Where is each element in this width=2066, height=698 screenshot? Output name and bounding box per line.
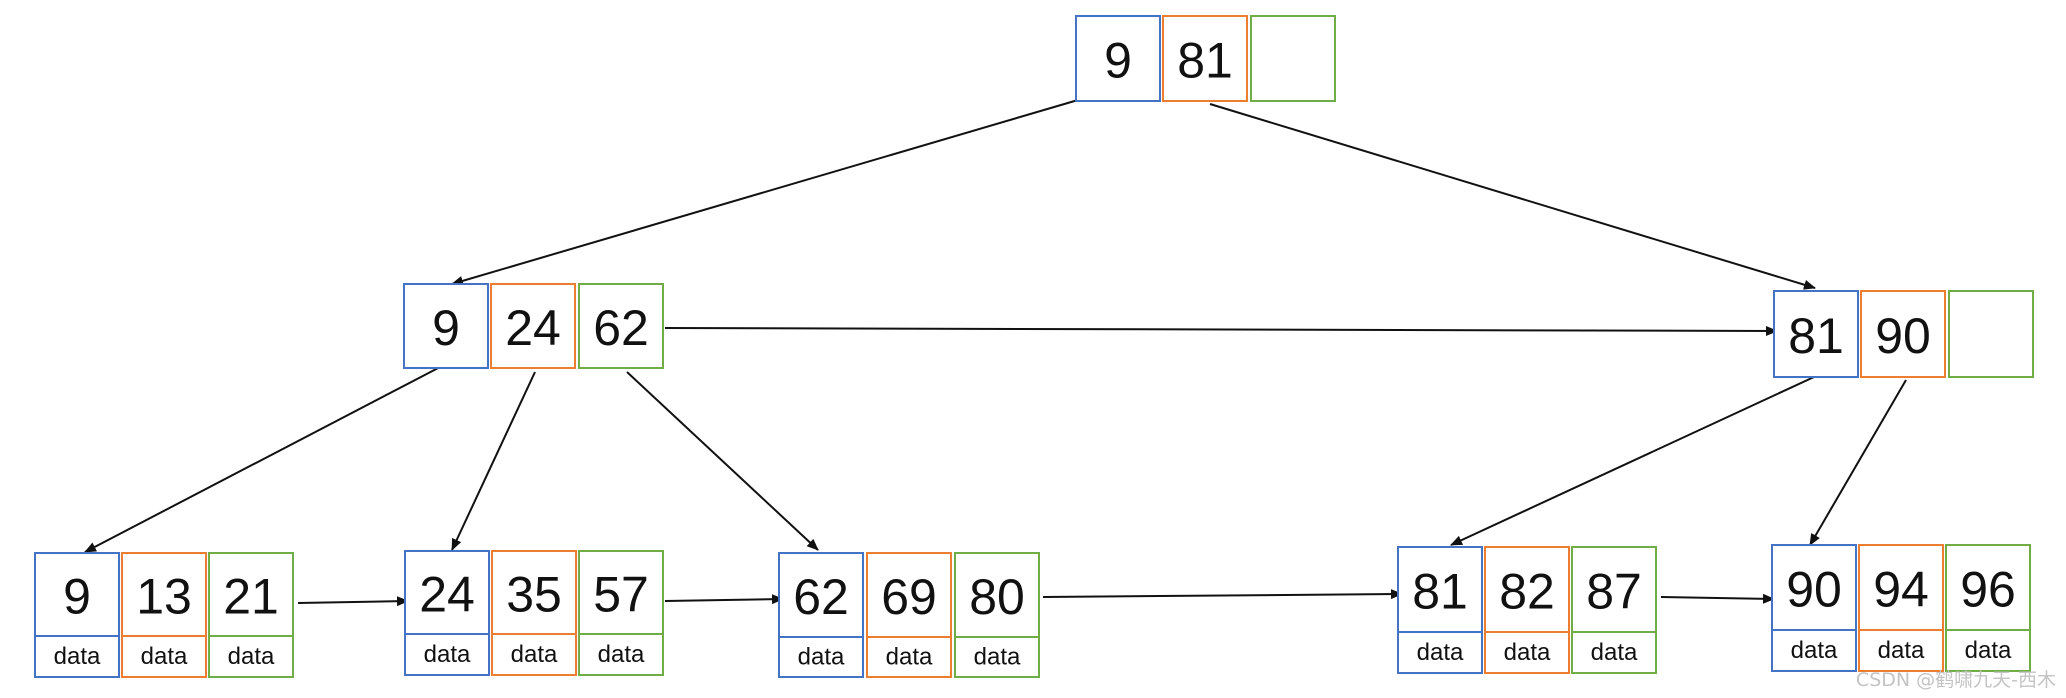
leaf-node-1-data-label-3: data (228, 643, 275, 670)
internal-node-1-slot-1 (403, 283, 489, 369)
edge-internal-right-to-leaf-4 (1450, 376, 1815, 546)
edge-internal-left-to-leaf-3 (626, 371, 819, 551)
leaf-node-5-data-label-1: data (1791, 637, 1838, 664)
edge-root-to-internal-right (1209, 103, 1816, 290)
leaf-node-2-data-cell-2 (491, 633, 577, 676)
leaf-node-3-key-2: 69 (881, 569, 937, 625)
leaf-node-1-data-label-1: data (54, 643, 101, 670)
leaf-node-5-data-cell-1 (1771, 629, 1857, 672)
internal-node-2-key-1: 81 (1788, 308, 1844, 364)
leaf-node-4-key-1: 81 (1412, 564, 1468, 620)
leaf-node-1-key-1: 9 (63, 569, 91, 625)
leaf-node-2-key-2: 35 (506, 567, 562, 623)
edge-internal-left-to-leaf-2 (451, 371, 536, 551)
edge-leaf-link-2-3 (664, 594, 784, 605)
internal-node-2-slot-3 (1948, 290, 2034, 378)
edge-internal-sibling-link (664, 325, 1778, 336)
leaf-node-4-key-2: 82 (1499, 564, 1555, 620)
root-node-slot-2 (1162, 15, 1248, 102)
leaf-node-2-key-cell-1 (404, 550, 490, 635)
edge-internal-right-to-leaf-5 (1809, 379, 1907, 546)
edge-leaf-link-4-5 (1660, 593, 1775, 604)
leaf-node-4-data-label-1: data (1417, 639, 1464, 666)
leaf-node-1-data-label-2: data (141, 643, 188, 670)
leaf-node-1-key-2: 13 (136, 569, 192, 625)
internal-node-1-slot-3 (578, 283, 664, 369)
leaf-node-3-data-cell-3 (954, 636, 1040, 678)
leaf-node-2-data-label-1: data (424, 641, 471, 668)
leaf-node-2-data-cell-1 (404, 633, 490, 676)
leaf-node-3-key-1: 62 (793, 569, 849, 625)
leaf-node-3-data-label-2: data (886, 644, 933, 671)
leaf-node-1-data-cell-2 (121, 635, 207, 678)
watermark: CSDN @鹤啸九天-西木 (1855, 669, 2056, 691)
internal-node-2-slot-2 (1860, 290, 1946, 378)
leaf-node-2-key-cell-3 (578, 550, 664, 635)
leaf-node-2-data-cell-3 (578, 633, 664, 676)
leaf-node-5-key-3: 96 (1960, 562, 2016, 618)
leaf-node-4-key-cell-3 (1571, 546, 1657, 633)
leaf-node-4-key-3: 87 (1586, 564, 1642, 620)
edge-leaf-link-3-4 (1042, 589, 1403, 600)
root-node-slot-1 (1075, 15, 1161, 102)
leaf-node-4-data-label-2: data (1504, 639, 1551, 666)
leaf-node-5-key-1: 90 (1786, 562, 1842, 618)
leaf-node-4-data-cell-3 (1571, 631, 1657, 674)
leaf-node-4-key-cell-1 (1397, 546, 1483, 633)
leaf-node-5-data-label-2: data (1878, 637, 1925, 664)
leaf-node-3-data-label-3: data (974, 644, 1021, 671)
leaf-node-4-data-label-3: data (1591, 639, 1638, 666)
leaf-node-2-data-label-3: data (598, 641, 645, 668)
internal-node-1-slot-2 (490, 283, 576, 369)
leaf-node-3-key-cell-2 (866, 552, 952, 638)
leaf-node-3-data-label-1: data (798, 644, 845, 671)
leaf-node-2-key-1: 24 (419, 567, 475, 623)
leaf-node-3-key-cell-3 (954, 552, 1040, 638)
leaf-node-1-data-cell-1 (34, 635, 120, 678)
edge-internal-left-to-leaf-1 (84, 365, 443, 553)
leaf-node-1-key-cell-2 (121, 552, 207, 637)
internal-node-1-key-3: 62 (593, 300, 649, 356)
nodes: 9 81 9 24 62 81 90 9 data 13 data 21 data 24 data 35 dat… (34, 15, 2034, 678)
leaf-node-5-data-cell-2 (1858, 629, 1944, 672)
edge-root-to-internal-left (451, 99, 1079, 286)
leaf-node-4-data-cell-2 (1484, 631, 1570, 674)
leaf-node-3-key-cell-1 (778, 552, 864, 638)
internal-node-2-key-2: 90 (1875, 308, 1931, 364)
leaf-node-2-key-3: 57 (593, 567, 649, 623)
leaf-node-3-key-3: 80 (969, 569, 1025, 625)
leaf-node-4-data-cell-1 (1397, 631, 1483, 674)
leaf-node-5-data-label-3: data (1965, 637, 2012, 664)
leaf-node-2-data-label-2: data (511, 641, 558, 668)
leaf-node-3-data-cell-1 (778, 636, 864, 678)
leaf-node-1-data-cell-3 (208, 635, 294, 678)
leaf-node-1-key-cell-1 (34, 552, 120, 637)
leaf-node-4-key-cell-2 (1484, 546, 1570, 633)
leaf-node-2-key-cell-2 (491, 550, 577, 635)
leaf-node-1-key-cell-3 (208, 552, 294, 637)
leaf-node-5-data-cell-3 (1945, 629, 2031, 672)
root-node-key-2: 81 (1177, 33, 1233, 89)
internal-node-2-slot-1 (1773, 290, 1859, 378)
root-node-slot-3 (1250, 15, 1336, 102)
leaf-node-5-key-2: 94 (1873, 562, 1929, 618)
root-node-key-1: 9 (1104, 33, 1132, 89)
internal-node-1-key-1: 9 (432, 300, 460, 356)
leaf-node-3-data-cell-2 (866, 636, 952, 678)
leaf-node-1-key-3: 21 (223, 569, 279, 625)
edge-leaf-link-1-2 (297, 596, 409, 607)
leaf-node-5-key-cell-3 (1945, 544, 2031, 631)
internal-node-1-key-2: 24 (505, 300, 561, 356)
edges (84, 99, 1907, 607)
